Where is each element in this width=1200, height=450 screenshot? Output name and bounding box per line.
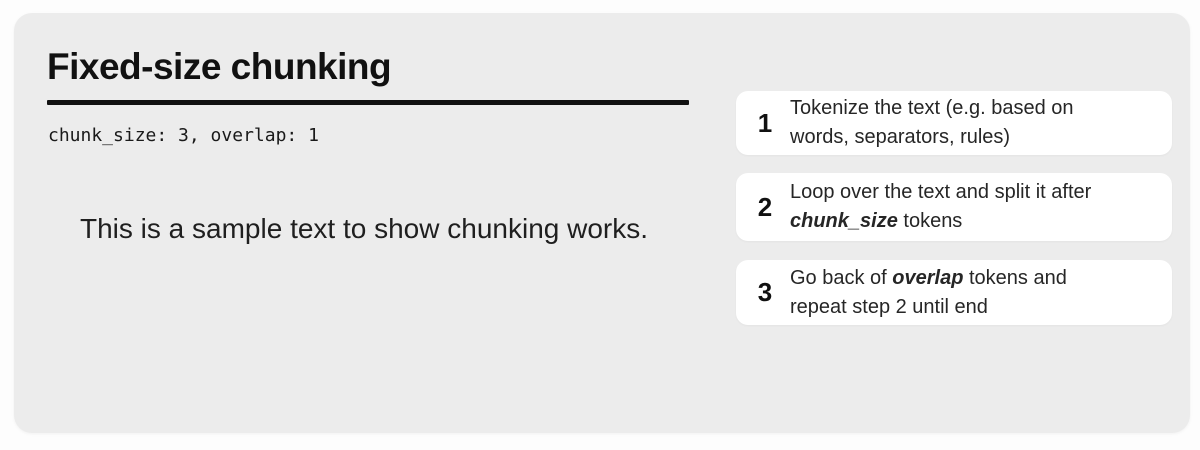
- step-number: 3: [757, 277, 773, 307]
- step-number: 2: [757, 191, 773, 222]
- title-underline: [47, 100, 689, 105]
- step-number: 1: [757, 107, 773, 138]
- params-code: chunk_size: 3, overlap: 1: [48, 125, 319, 146]
- sample-text: This is a sample text to show chunking w…: [80, 213, 649, 244]
- chunking-card: Fixed-size chunking chunk_size: 3, overl…: [14, 13, 1190, 433]
- page-title: Fixed-size chunking: [47, 46, 392, 87]
